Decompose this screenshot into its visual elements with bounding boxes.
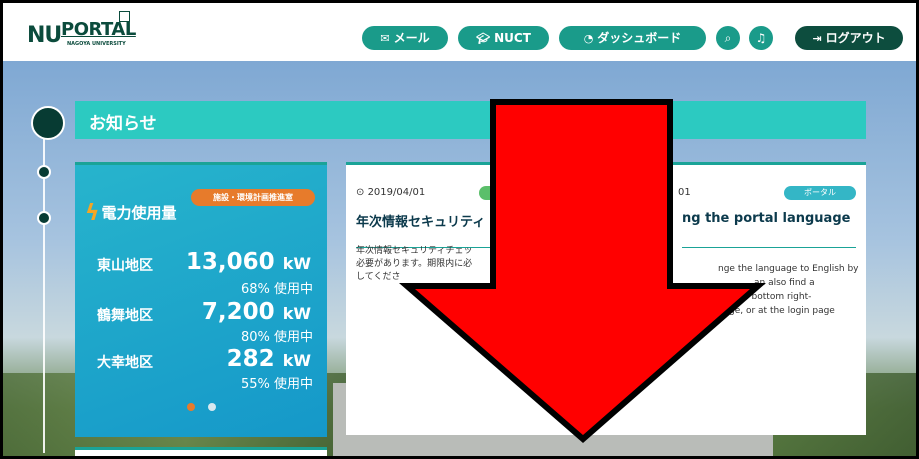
- area-value: 282 kW: [226, 346, 311, 372]
- area-name: 東山地区: [97, 258, 153, 274]
- mail-icon: ✉: [380, 32, 390, 45]
- area-usage: 80% 使用中: [240, 330, 313, 345]
- lightning-icon: ϟ: [85, 201, 100, 226]
- news-body-line: 必要があります。期限内に必: [356, 259, 473, 269]
- power-source-badge: 施設・環境計画推進室: [191, 189, 315, 206]
- news-date: 01: [678, 187, 691, 198]
- graduation-cap-icon: 🎓︎: [476, 32, 491, 45]
- timeline-main-dot: [31, 106, 65, 140]
- timeline-dot[interactable]: [37, 211, 51, 225]
- dashboard-button[interactable]: ◔ダッシュボード: [559, 26, 706, 50]
- area-value: 7,200 kW: [201, 299, 311, 325]
- section-banner: お知らせ: [75, 101, 866, 139]
- area-name: 大幸地区: [97, 355, 153, 371]
- notification-button[interactable]: ♫: [749, 26, 773, 50]
- area-usage: 55% 使用中: [240, 377, 313, 392]
- carousel-dot-active[interactable]: [187, 403, 195, 411]
- area-usage: 68% 使用中: [240, 282, 313, 297]
- next-card[interactable]: [75, 447, 327, 456]
- mail-button[interactable]: ✉メール: [362, 26, 448, 50]
- news-body-line: してくださ: [356, 272, 401, 282]
- section-title: お知らせ: [89, 114, 157, 134]
- news-title[interactable]: ng the portal language: [682, 211, 851, 226]
- logo-mark-icon: [119, 11, 130, 22]
- logo-portal: PORTAL: [61, 19, 136, 40]
- timeline-dot[interactable]: [37, 165, 51, 179]
- news-body-line: 年次情報セキュリティチェッ: [356, 246, 473, 256]
- news-body-line: at the bottom right-: [722, 292, 812, 302]
- area-value: 13,060 kW: [185, 249, 311, 275]
- top-header: NU PORTAL NAGOYA UNIVERSITY ✉メール 🎓︎NUCT …: [3, 3, 916, 61]
- dashboard-icon: ◔: [583, 32, 594, 45]
- news-body-line: nge the language to English by: [718, 264, 859, 274]
- nuct-label: NUCT: [494, 31, 531, 45]
- area-name: 鶴舞地区: [97, 308, 153, 324]
- logo-nu: NU: [27, 23, 62, 48]
- news-date: ⊙ 2019/04/01: [356, 187, 426, 198]
- news-tag: ポータル: [784, 186, 856, 200]
- search-button[interactable]: ⌕: [716, 26, 740, 50]
- news-title[interactable]: 年次情報セキュリティ: [356, 215, 486, 230]
- mail-label: メール: [393, 31, 430, 45]
- news-body-line: an also find a: [754, 278, 815, 288]
- logout-label: ログアウト: [825, 31, 886, 45]
- news-divider: [356, 247, 526, 248]
- nuct-button[interactable]: 🎓︎NUCT: [458, 26, 549, 50]
- logout-button[interactable]: ⇥ログアウト: [795, 26, 903, 50]
- bell-icon: ♫: [755, 31, 767, 45]
- carousel-dot[interactable]: [208, 403, 216, 411]
- logo-subtitle: NAGOYA UNIVERSITY: [67, 41, 126, 47]
- logout-icon: ⇥: [812, 32, 822, 45]
- down-arrow-icon: [398, 99, 766, 443]
- news-body-line: ge, or at the login page: [729, 306, 835, 316]
- news-divider: [682, 247, 856, 248]
- timeline-line: [43, 123, 45, 453]
- search-icon: ⌕: [724, 31, 732, 45]
- dashboard-label: ダッシュボード: [597, 31, 682, 45]
